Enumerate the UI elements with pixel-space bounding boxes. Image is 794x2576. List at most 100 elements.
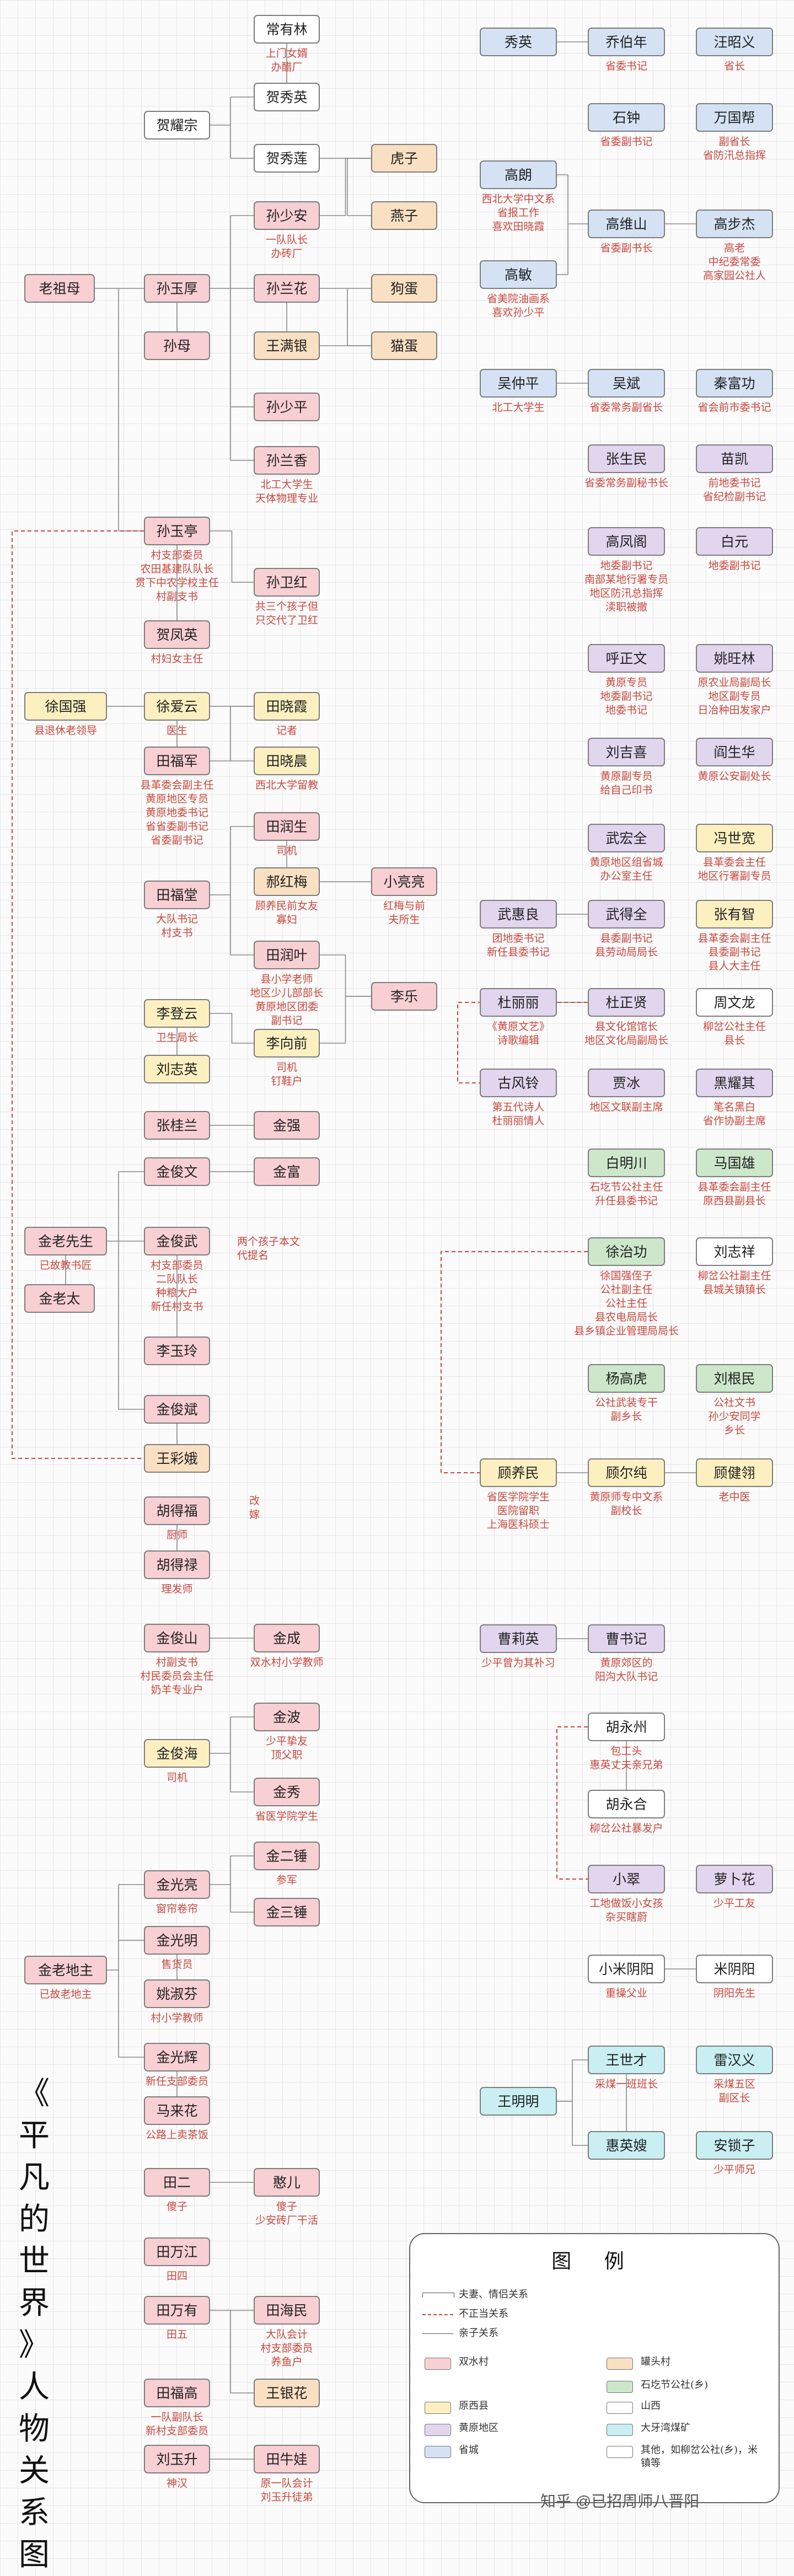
person-malaihua[interactable]: 马来花 (144, 2096, 210, 2125)
person-wangyinhua[interactable]: 王银花 (254, 2379, 320, 2407)
person-tianxiaoxia[interactable]: 田晓霞 (254, 692, 320, 721)
person-liujixi[interactable]: 刘吉喜 (588, 738, 665, 766)
person-baimingchuan[interactable]: 白明川 (588, 1149, 665, 1177)
person-duzhengxian[interactable]: 杜正贤 (588, 988, 665, 1017)
person-qiaobonian[interactable]: 乔伯年 (588, 28, 665, 56)
person-wangcaie[interactable]: 王彩娥 (144, 1444, 210, 1473)
person-sunyuting[interactable]: 孙玉亭 (144, 517, 210, 545)
person-liuyusheng[interactable]: 刘玉升 (144, 2445, 210, 2473)
person-lixiangqian[interactable]: 李向前 (254, 1029, 320, 1058)
person-gaobujie[interactable]: 高步杰 (696, 210, 773, 238)
person-sunmu[interactable]: 孙母 (144, 331, 210, 360)
person-jinfu[interactable]: 金富 (254, 1157, 320, 1186)
person-luobohua[interactable]: 萝卜花 (696, 1865, 773, 1893)
person-jinguangming[interactable]: 金光明 (144, 1926, 210, 1955)
person-yanzi[interactable]: 燕子 (371, 201, 437, 230)
person-leihanyi[interactable]: 雷汉义 (696, 2046, 773, 2074)
person-shizhong[interactable]: 石钟 (588, 103, 665, 132)
person-jinguanghui[interactable]: 金光辉 (144, 2043, 210, 2071)
person-liuzhiying[interactable]: 刘志英 (144, 1055, 210, 1083)
person-duliwen[interactable]: 杜丽丽 (480, 988, 557, 1017)
person-jinlaoxiansheng[interactable]: 金老先生 (24, 1227, 107, 1255)
person-wuhanquan[interactable]: 武得全 (588, 900, 665, 929)
person-hexiulian[interactable]: 贺秀莲 (254, 144, 320, 173)
person-gaomin[interactable]: 高敏 (480, 260, 557, 289)
person-huzhengwen[interactable]: 呼正文 (588, 644, 665, 673)
person-baiyuan[interactable]: 白元 (696, 527, 773, 556)
person-tianwanjiang[interactable]: 田万江 (144, 2237, 210, 2266)
person-wangshicai[interactable]: 王世才 (588, 2046, 665, 2074)
person-lidengyun[interactable]: 李登云 (144, 999, 210, 1028)
person-gujianxiang[interactable]: 顾健翎 (696, 1458, 773, 1487)
person-xuaiyun[interactable]: 徐爱云 (144, 692, 210, 721)
person-yangguohu[interactable]: 杨高虎 (588, 1364, 665, 1393)
person-tianrunye[interactable]: 田润叶 (254, 941, 320, 969)
person-jinqiang[interactable]: 金强 (254, 1111, 320, 1140)
person-jinershui[interactable]: 金二锤 (254, 1842, 320, 1870)
person-laozumu[interactable]: 老祖母 (24, 274, 95, 303)
person-jiabing[interactable]: 贾冰 (588, 1069, 665, 1097)
person-liyuling[interactable]: 李玉玲 (144, 1337, 210, 1365)
person-wubin[interactable]: 吴斌 (588, 369, 665, 398)
person-jinlaodizhu[interactable]: 金老地主 (24, 1956, 107, 1984)
person-xuguoqiang[interactable]: 徐国强 (24, 692, 107, 721)
person-xiaomiyinyang[interactable]: 小米阴阳 (588, 1955, 665, 1983)
person-zhangyouzhi[interactable]: 张有智 (696, 900, 773, 929)
person-jinbo[interactable]: 金波 (254, 1703, 320, 1731)
person-tianer[interactable]: 田二 (144, 2168, 210, 2197)
person-hefengying[interactable]: 贺凤英 (144, 620, 210, 649)
person-guerchun[interactable]: 顾尔纯 (588, 1458, 665, 1487)
person-zhouwenlong[interactable]: 周文龙 (696, 988, 773, 1017)
person-liugenmin[interactable]: 刘根民 (696, 1364, 773, 1393)
person-gaolang[interactable]: 高朗 (480, 160, 557, 189)
person-tianfutang[interactable]: 田福堂 (144, 881, 210, 909)
person-heiyaoqi[interactable]: 黑耀其 (696, 1069, 773, 1097)
person-huyingfu[interactable]: 胡得福 (144, 1496, 210, 1525)
person-wuhuiliang[interactable]: 武惠良 (480, 900, 557, 929)
person-huiyingsao[interactable]: 惠英嫂 (588, 2131, 665, 2160)
person-wangmanyin[interactable]: 王满银 (254, 331, 320, 360)
person-jinguangliang[interactable]: 金光亮 (144, 1870, 210, 1899)
person-wangzhaoyi[interactable]: 汪昭义 (696, 28, 773, 56)
person-huyonghe[interactable]: 胡永合 (588, 1790, 665, 1818)
person-wanguobang[interactable]: 万国帮 (696, 103, 773, 132)
person-wuzhongping[interactable]: 吴仲平 (480, 369, 557, 398)
person-haner[interactable]: 憨儿 (254, 2168, 320, 2197)
person-zhangshengmin[interactable]: 张生民 (588, 444, 665, 473)
person-tianniuwa[interactable]: 田牛娃 (254, 2445, 320, 2473)
person-fengshiquan[interactable]: 冯世宽 (696, 824, 773, 852)
person-sunyuhou[interactable]: 孙玉厚 (144, 274, 210, 303)
person-tianxiaochen[interactable]: 田晓晨 (254, 747, 320, 775)
person-gaoweishan[interactable]: 高维山 (588, 210, 665, 238)
person-jincheng[interactable]: 金成 (254, 1624, 320, 1652)
person-xiaocui[interactable]: 小翠 (588, 1865, 665, 1893)
person-maguoxiong[interactable]: 马国雄 (696, 1149, 773, 1177)
person-sunlanxiang[interactable]: 孙兰香 (254, 446, 320, 475)
person-jinjunshan[interactable]: 金俊山 (144, 1624, 210, 1652)
person-sunlanhua[interactable]: 孙兰花 (254, 274, 320, 303)
person-huyongzhou[interactable]: 胡永州 (588, 1713, 665, 1741)
person-jinjunwen[interactable]: 金俊文 (144, 1157, 210, 1186)
person-tianwanyou[interactable]: 田万有 (144, 2296, 210, 2325)
person-huzi[interactable]: 虎子 (371, 144, 437, 173)
person-liuzhixiang[interactable]: 刘志祥 (696, 1237, 773, 1266)
person-jinxiu[interactable]: 金秀 (254, 1778, 320, 1806)
person-miaokai[interactable]: 苗凯 (696, 444, 773, 473)
person-yaoshufen[interactable]: 姚淑芬 (144, 1979, 210, 2008)
person-gaofengge[interactable]: 高凤阁 (588, 527, 665, 556)
person-qinfuyong[interactable]: 秦富功 (696, 369, 773, 398)
person-liule[interactable]: 李乐 (371, 982, 437, 1011)
person-tianrunsheng[interactable]: 田润生 (254, 812, 320, 841)
person-goudan[interactable]: 狗蛋 (371, 274, 437, 303)
person-anshuozi[interactable]: 安锁子 (696, 2131, 773, 2160)
person-heyaozong[interactable]: 贺耀宗 (144, 111, 210, 139)
person-jinjunwu[interactable]: 金俊武 (144, 1227, 210, 1255)
person-hexiuying[interactable]: 贺秀英 (254, 83, 320, 111)
person-caoshuying[interactable]: 曹莉英 (480, 1624, 557, 1653)
person-zhangguilan[interactable]: 张桂兰 (144, 1111, 210, 1140)
person-xiaoliangliang[interactable]: 小亮亮 (371, 867, 437, 896)
person-caoshuji[interactable]: 曹书记 (588, 1624, 665, 1653)
person-miyinyang[interactable]: 米阴阳 (696, 1955, 773, 1983)
person-jinjunbin[interactable]: 金俊斌 (144, 1395, 210, 1424)
person-yaowanglin[interactable]: 姚旺林 (696, 644, 773, 673)
